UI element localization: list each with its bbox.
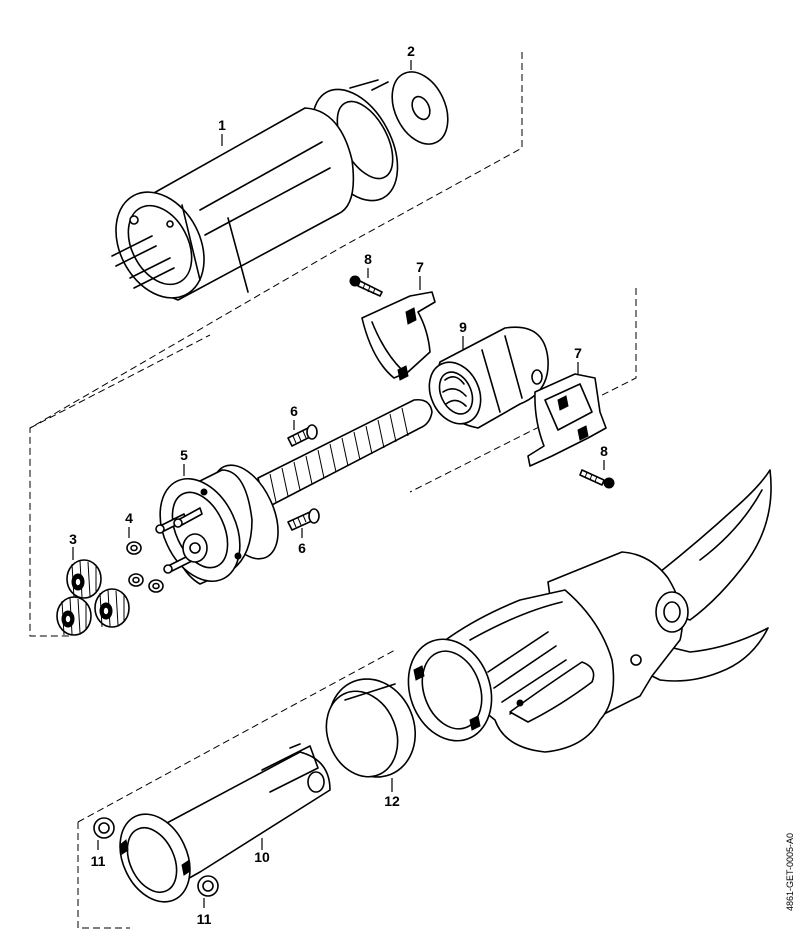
callout-10: 10	[254, 849, 270, 865]
leader-lines	[72, 60, 605, 908]
gear-2	[56, 596, 92, 636]
screw-6-upper-part	[287, 424, 318, 447]
spindle-thread	[269, 407, 409, 503]
handle-tube-part	[119, 743, 331, 903]
plug-lower-part	[197, 875, 219, 897]
pruner-head-part	[407, 469, 772, 753]
motor-part	[111, 79, 399, 301]
plug-upper-part	[93, 817, 115, 839]
clamp-half-lower-part	[527, 373, 607, 467]
screw-upper-part	[349, 275, 383, 297]
callout-7-lower: 7	[574, 345, 582, 361]
assembly-guide-lines	[29, 52, 637, 929]
ring-part	[325, 678, 417, 778]
document-reference: 4861-GET-0005-A0	[785, 833, 795, 911]
gear-1	[66, 559, 102, 599]
callout-7-upper: 7	[416, 259, 424, 275]
callout-1: 1	[218, 117, 226, 133]
gear-3	[94, 588, 130, 628]
callout-5: 5	[180, 447, 188, 463]
callout-8-upper: 8	[364, 251, 372, 267]
callout-6-lower: 6	[298, 540, 306, 556]
callout-12: 12	[384, 793, 400, 809]
clamp-half-upper-part	[361, 291, 436, 381]
sleeve-part	[428, 326, 549, 429]
callout-labels: 1 2 3 4 5 6 6 7 7 8 8 9 10 11 11 12	[69, 43, 608, 927]
callout-11-lower: 11	[197, 911, 212, 927]
gears-part	[56, 559, 130, 636]
washers-part	[126, 541, 164, 593]
callout-6-upper: 6	[290, 403, 298, 419]
screw-6-lower-part	[287, 508, 320, 531]
callout-2: 2	[407, 43, 415, 59]
screw-lower-part	[579, 469, 615, 489]
washer-part	[391, 71, 449, 145]
callout-4: 4	[125, 510, 133, 526]
gear-housing-part	[155, 398, 433, 585]
callout-11-upper: 11	[91, 853, 106, 869]
callout-8-lower: 8	[600, 443, 608, 459]
callout-9: 9	[459, 319, 467, 335]
callout-3: 3	[69, 531, 77, 547]
